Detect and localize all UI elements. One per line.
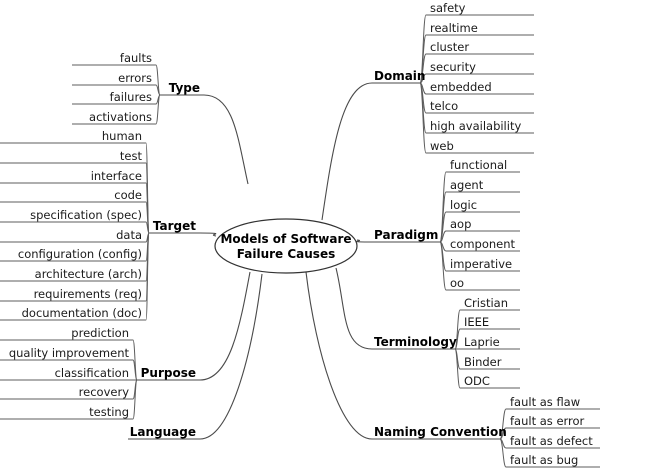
target-leaf-data: data bbox=[116, 228, 142, 242]
domain-leaf-safety: safety bbox=[430, 1, 466, 15]
domain-leaf-high-availability: high availability bbox=[430, 119, 521, 133]
target-leaf-human: human bbox=[102, 129, 142, 143]
type-connector bbox=[203, 94, 249, 185]
domain-connector bbox=[321, 82, 373, 221]
paradigm-leaf-link bbox=[439, 241, 447, 291]
purpose-leaf-link bbox=[132, 359, 138, 381]
target-leaf-configuration-config: configuration (config) bbox=[18, 247, 142, 261]
terminology-connector bbox=[335, 267, 373, 350]
domain-leaf-realtime: realtime bbox=[430, 21, 478, 35]
type-leaf-errors: errors bbox=[118, 71, 152, 85]
terminology-leaf-link bbox=[454, 328, 461, 350]
naming-branch-label: Naming Convention bbox=[374, 425, 507, 439]
type-branch-label: Type bbox=[169, 81, 200, 95]
purpose-branch-label: Purpose bbox=[141, 366, 196, 380]
target-leaf-code: code bbox=[114, 188, 142, 202]
purpose-leaf-link bbox=[132, 379, 138, 420]
domain-leaf-telco: telco bbox=[430, 99, 458, 113]
type-leaf-faults: faults bbox=[120, 51, 152, 65]
naming-leaf-link bbox=[499, 438, 507, 468]
terminology-branch-label: Terminology bbox=[374, 335, 457, 349]
target-leaf-interface: interface bbox=[91, 169, 142, 183]
paradigm-branch-label: Paradigm bbox=[374, 228, 438, 242]
target-leaf-documentation-doc: documentation (doc) bbox=[22, 306, 142, 320]
language-branch-label: Language bbox=[130, 425, 196, 439]
central-node-title-line2: Failure Causes bbox=[237, 247, 335, 261]
target-branch-label: Target bbox=[153, 219, 196, 233]
central-node-title-line1: Models of Software bbox=[220, 232, 351, 246]
domain-leaf-link bbox=[419, 82, 427, 154]
type-leaf-failures: failures bbox=[110, 90, 152, 104]
terminology-leaf-cristian: Cristian bbox=[464, 296, 508, 310]
paradigm-leaf-functional: functional bbox=[450, 158, 507, 172]
terminology-leaf-binder: Binder bbox=[464, 355, 502, 369]
purpose-leaf-quality-improvement: quality improvement bbox=[9, 346, 130, 360]
naming-connector bbox=[305, 271, 373, 440]
paradigm-leaf-imperative: imperative bbox=[450, 257, 512, 271]
central-node-ellipse bbox=[214, 218, 358, 274]
target-leaf-requirements-req: requirements (req) bbox=[34, 287, 142, 301]
naming-leaf-fault-as-defect: fault as defect bbox=[510, 434, 593, 448]
purpose-connector bbox=[199, 271, 251, 381]
terminology-leaf-ieee: IEEE bbox=[464, 315, 489, 329]
paradigm-leaf-component: component bbox=[450, 237, 516, 251]
target-connector bbox=[199, 232, 217, 237]
node-labels: Type faults errors failures activationsTarge… bbox=[9, 1, 593, 467]
purpose-leaf-prediction: prediction bbox=[71, 326, 129, 340]
terminology-leaf-link bbox=[454, 348, 461, 389]
purpose-leaf-testing: testing bbox=[89, 405, 129, 419]
connector-lines bbox=[0, 14, 600, 468]
purpose-leaf-recovery: recovery bbox=[79, 385, 130, 399]
type-leaf-link bbox=[155, 94, 161, 125]
type-leaf-activations: activations bbox=[89, 110, 152, 124]
paradigm-leaf-aop: aop bbox=[450, 217, 471, 231]
paradigm-connector bbox=[356, 239, 373, 243]
target-leaf-test: test bbox=[120, 149, 143, 163]
naming-leaf-fault-as-error: fault as error bbox=[510, 414, 585, 428]
naming-leaf-fault-as-flaw: fault as flaw bbox=[510, 395, 580, 409]
target-leaf-specification-spec: specification (spec) bbox=[30, 208, 142, 222]
language-connector bbox=[199, 273, 263, 440]
terminology-leaf-odc: ODC bbox=[464, 374, 490, 388]
paradigm-leaf-agent: agent bbox=[450, 178, 484, 192]
paradigm-leaf-logic: logic bbox=[450, 198, 477, 212]
target-leaf-architecture-arch: architecture (arch) bbox=[35, 267, 142, 281]
central-node: Models of Software Failure Causes bbox=[214, 218, 358, 274]
domain-leaf-embedded: embedded bbox=[430, 80, 492, 94]
domain-leaf-cluster: cluster bbox=[430, 40, 469, 54]
domain-leaf-web: web bbox=[430, 139, 454, 153]
purpose-leaf-classification: classification bbox=[55, 366, 129, 380]
target-leaf-link bbox=[145, 232, 150, 321]
domain-branch-label: Domain bbox=[374, 69, 425, 83]
domain-leaf-security: security bbox=[430, 60, 476, 74]
paradigm-leaf-oo: oo bbox=[450, 276, 464, 290]
terminology-leaf-laprie: Laprie bbox=[464, 335, 500, 349]
naming-leaf-fault-as-bug: fault as bug bbox=[510, 453, 578, 467]
